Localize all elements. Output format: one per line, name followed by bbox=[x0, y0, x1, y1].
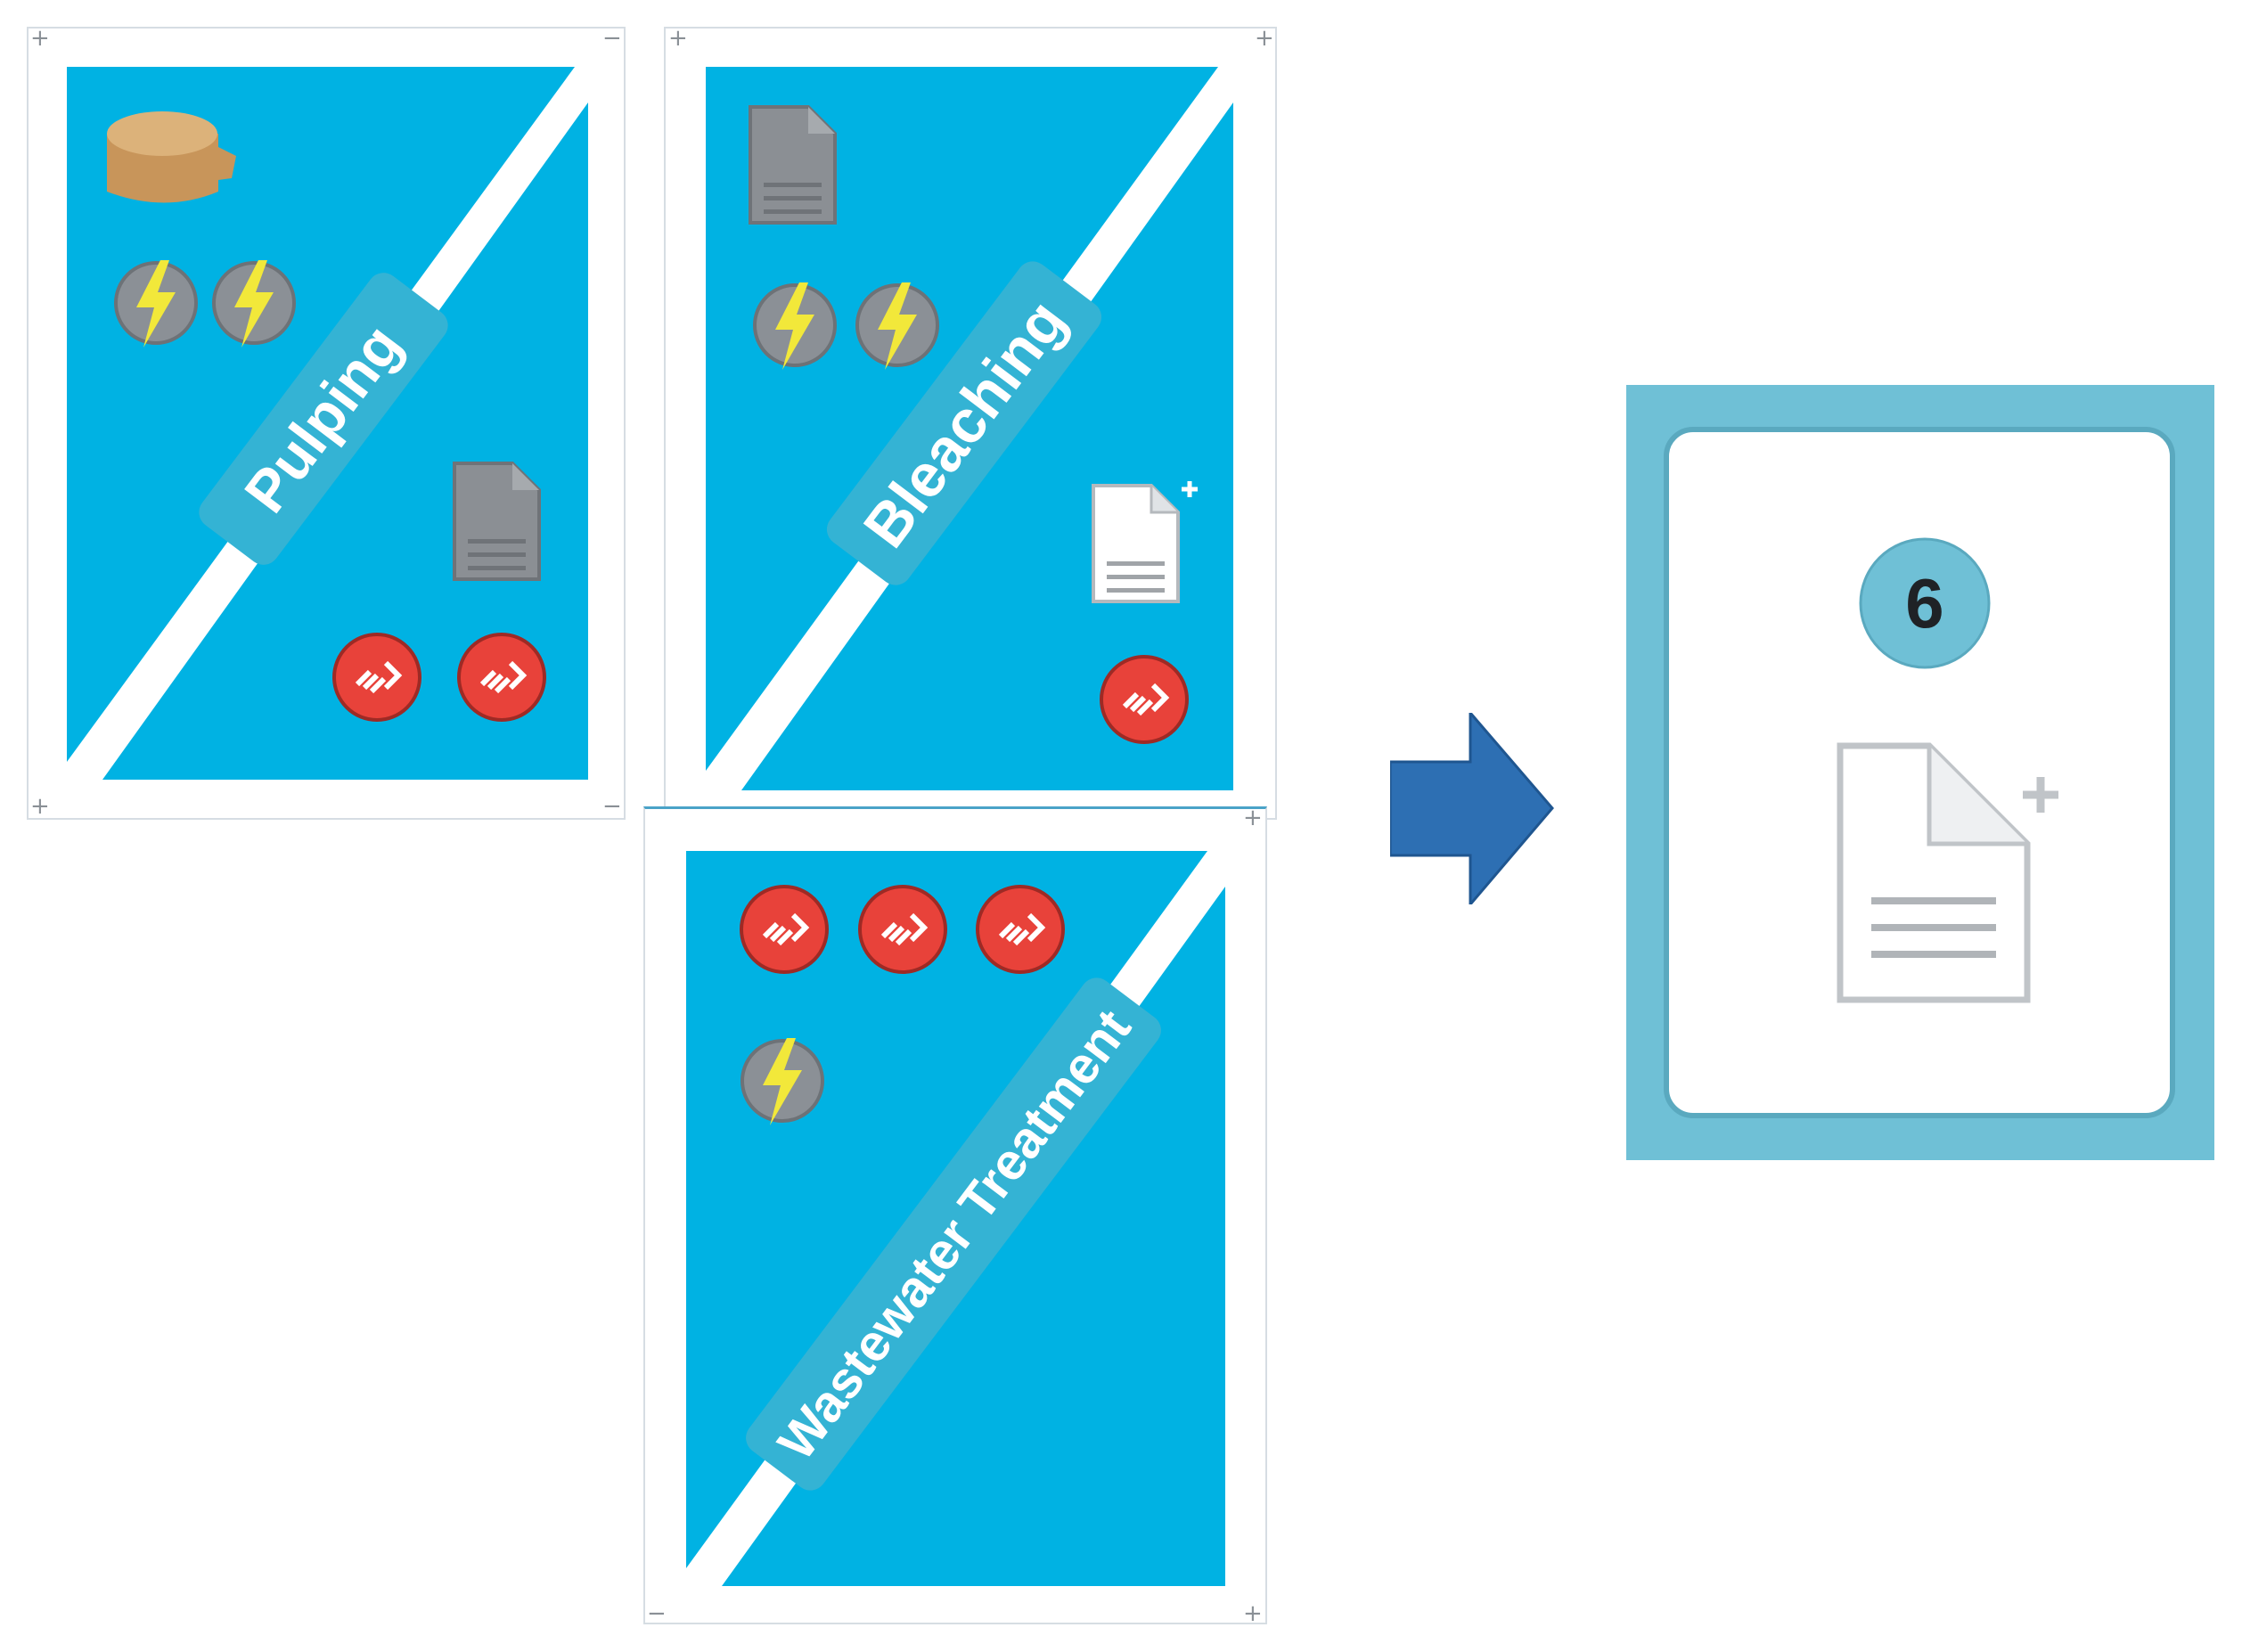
card-title-badge bbox=[746, 977, 1161, 1491]
result-card[interactable]: 6 bbox=[1626, 385, 2214, 1160]
crop-mark: + bbox=[1255, 25, 1274, 52]
crop-mark: − bbox=[647, 1600, 667, 1627]
wood-log-icon bbox=[107, 111, 236, 203]
pollution-fish-icon bbox=[1100, 655, 1189, 744]
pulp-document-icon bbox=[453, 462, 541, 581]
energy-icon bbox=[855, 282, 939, 370]
process-card-pulping[interactable]: Pulping bbox=[67, 67, 588, 780]
process-card-wastewater-treatment[interactable]: Wastewater Treatment bbox=[686, 851, 1225, 1586]
energy-icon bbox=[114, 260, 198, 348]
points-value: 6 bbox=[1905, 564, 1943, 642]
crop-mark: + bbox=[1243, 805, 1263, 831]
pollution-fish-icon bbox=[457, 633, 546, 722]
paper-document-plus-icon bbox=[1837, 742, 2058, 1003]
points-badge: 6 bbox=[1859, 537, 1991, 669]
paper-document-plus-icon bbox=[1092, 481, 1198, 603]
pollution-fish-icon bbox=[976, 885, 1065, 974]
crop-mark: + bbox=[30, 793, 50, 820]
pollution-fish-icon bbox=[332, 633, 421, 722]
crop-mark: − bbox=[602, 793, 622, 820]
energy-icon bbox=[741, 1038, 824, 1125]
pollution-fish-icon bbox=[740, 885, 829, 974]
process-card-bleaching[interactable]: Bleaching bbox=[706, 67, 1233, 790]
energy-icon bbox=[753, 282, 837, 370]
pollution-fish-icon bbox=[858, 885, 947, 974]
energy-icon bbox=[212, 260, 296, 348]
pulp-document-icon bbox=[749, 105, 837, 225]
crop-mark: + bbox=[30, 25, 50, 52]
crop-mark: + bbox=[668, 25, 688, 52]
crop-mark: + bbox=[1243, 1600, 1263, 1627]
right-arrow-icon bbox=[1390, 713, 1554, 904]
card-title-badge bbox=[826, 261, 1102, 585]
crop-mark: − bbox=[602, 25, 622, 52]
card-title-badge bbox=[199, 273, 448, 565]
